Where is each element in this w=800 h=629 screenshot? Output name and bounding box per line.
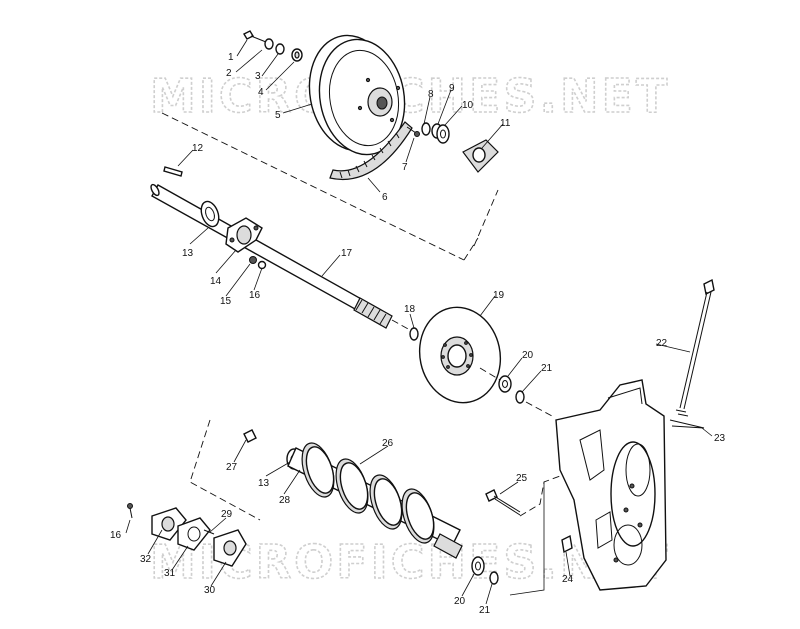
callout-22: 22 bbox=[656, 338, 668, 349]
callout-21-upper: 21 bbox=[541, 363, 553, 374]
callout-20-upper: 20 bbox=[522, 350, 534, 361]
bushing-part bbox=[291, 48, 303, 62]
jackshaft-assembly bbox=[150, 166, 393, 329]
bracket-line bbox=[509, 482, 545, 596]
callout-27: 27 bbox=[226, 462, 238, 473]
callout-12: 12 bbox=[192, 143, 204, 154]
track-sprocket-part bbox=[301, 442, 335, 498]
shaft-dashed-line bbox=[525, 401, 553, 417]
callout-28: 28 bbox=[279, 495, 291, 506]
callout-23: 23 bbox=[714, 433, 726, 444]
leader-lines bbox=[125, 39, 713, 605]
callout-30: 30 bbox=[204, 585, 216, 596]
drain-plug-part bbox=[561, 534, 573, 554]
bolt-dashed-line bbox=[519, 475, 561, 517]
bolt-part bbox=[485, 489, 521, 516]
callout-labels: 1 2 3 4 5 6 7 8 9 10 11 12 13 14 15 16 1… bbox=[110, 52, 726, 616]
brake-disc-assembly bbox=[391, 306, 553, 417]
washer-part bbox=[264, 38, 274, 50]
bearing-part bbox=[200, 200, 220, 228]
callout-1: 1 bbox=[228, 52, 234, 63]
callout-16-lower: 16 bbox=[110, 530, 122, 541]
washer-part bbox=[275, 43, 285, 55]
nut-part bbox=[257, 260, 267, 270]
track-sprocket-part bbox=[369, 474, 403, 530]
callout-5: 5 bbox=[275, 110, 281, 121]
track-sprocket-part bbox=[401, 488, 435, 544]
callout-20-lower: 20 bbox=[454, 596, 466, 607]
callout-21-lower: 21 bbox=[479, 605, 491, 616]
callout-7: 7 bbox=[402, 162, 408, 173]
callout-26: 26 bbox=[382, 438, 394, 449]
assembly-dashed-bracket bbox=[161, 112, 499, 261]
shaft-dashed-line bbox=[479, 367, 501, 381]
bearing-part bbox=[471, 556, 485, 576]
snap-ring-part bbox=[515, 390, 525, 404]
bearing-flange-part bbox=[225, 217, 263, 253]
drive-belt-part bbox=[329, 121, 413, 180]
callout-13-upper: 13 bbox=[182, 248, 194, 259]
spring-washer-part bbox=[436, 124, 450, 144]
chaincase-housing-part bbox=[555, 379, 667, 591]
screw-part bbox=[406, 126, 420, 137]
callout-29: 29 bbox=[221, 509, 233, 520]
driveshaft-spline bbox=[433, 533, 463, 559]
callout-6: 6 bbox=[382, 192, 388, 203]
callout-10: 10 bbox=[462, 100, 474, 111]
callout-25: 25 bbox=[516, 473, 528, 484]
callout-17: 17 bbox=[341, 248, 353, 259]
snap-ring-part bbox=[489, 571, 499, 585]
bearing-plate-part bbox=[462, 139, 499, 173]
bolt-part bbox=[127, 503, 133, 519]
callout-31: 31 bbox=[164, 568, 176, 579]
callout-9: 9 bbox=[449, 83, 455, 94]
brake-disc-part bbox=[418, 306, 502, 404]
callout-11: 11 bbox=[500, 118, 511, 129]
snap-ring-part bbox=[409, 327, 419, 341]
pin-part bbox=[203, 529, 215, 535]
callout-18: 18 bbox=[404, 304, 416, 315]
watermark-top: MICROFICHES.NET bbox=[150, 69, 670, 123]
bearing-housing-plate-part bbox=[213, 529, 247, 567]
drive-sheave-assembly bbox=[243, 30, 499, 180]
gasket-part bbox=[177, 517, 211, 551]
woodruff-key-part bbox=[163, 166, 183, 177]
callout-14: 14 bbox=[210, 276, 222, 287]
callout-3: 3 bbox=[255, 71, 261, 82]
washer-part bbox=[421, 122, 431, 136]
dipstick-assembly bbox=[669, 278, 715, 429]
callout-32: 32 bbox=[140, 554, 152, 565]
track-sprocket-part bbox=[335, 458, 369, 514]
callout-16-upper: 16 bbox=[249, 290, 261, 301]
callout-24: 24 bbox=[562, 574, 574, 585]
callout-2: 2 bbox=[226, 68, 232, 79]
nut-part bbox=[243, 429, 257, 443]
callout-15: 15 bbox=[220, 296, 232, 307]
callout-13-lower: 13 bbox=[258, 478, 270, 489]
sheave-pulley-part bbox=[308, 34, 406, 156]
bolt-part bbox=[243, 30, 267, 43]
bearing-part bbox=[498, 375, 512, 393]
callout-4: 4 bbox=[258, 87, 264, 98]
callout-19: 19 bbox=[493, 290, 505, 301]
driveshaft-assembly bbox=[243, 429, 499, 585]
shaft-dashed-line bbox=[391, 319, 411, 331]
callout-8: 8 bbox=[428, 89, 434, 100]
nut-part bbox=[249, 256, 257, 264]
